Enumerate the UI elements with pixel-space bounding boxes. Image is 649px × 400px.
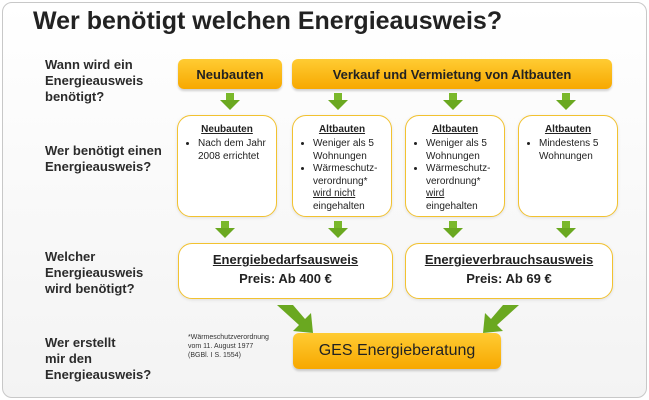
card-item: Weniger als 5 Wohnungen [426, 138, 496, 163]
result-verbrauchsausweis: Energieverbrauchsausweis Preis: Ab 69 € [405, 243, 613, 299]
box-altbauten: Verkauf und Vermietung von Altbauten [292, 59, 612, 89]
question-who-creates-line1: Wer erstellt [45, 335, 116, 350]
card-item-text: eingehalten [426, 200, 478, 212]
card-item-text: Wärmeschutz-verordnung* [313, 163, 378, 187]
card-altbauten-1: Altbauten Weniger als 5 Wohnungen Wärmes… [292, 115, 392, 217]
result-price: Preis: Ab 400 € [239, 271, 332, 286]
card-item-emphasis: wird [426, 188, 445, 199]
card-item: Wärmeschutz-verordnung* wird nicht einge… [313, 163, 383, 213]
card-heading: Altbauten [544, 124, 592, 135]
question-when-line2: Energieausweis [45, 73, 144, 88]
card-item-emphasis: wird nicht [313, 188, 356, 199]
question-when-line1: Wann wird ein [45, 57, 133, 72]
card-item-text: eingehalten [313, 200, 365, 212]
diagram-title: Wer benötigt welchen Energieausweis? [33, 7, 503, 35]
result-bedarfsausweis: Energiebedarfsausweis Preis: Ab 400 € [178, 243, 393, 299]
question-who-creates-line3: Energieausweis? [45, 367, 152, 382]
arrow-diagonal-right-icon [277, 305, 313, 333]
box-neubauten: Neubauten [178, 59, 282, 89]
provider-box: GES Energieberatung [293, 333, 501, 369]
card-heading: Altbauten [318, 124, 366, 135]
card-item: Mindestens 5 Wohnungen [539, 138, 609, 163]
question-who-needs-line1: Wer benötigt einen [45, 143, 162, 158]
footnote: *Wärmeschutzverordnung vom 11. August 19… [188, 333, 269, 360]
question-which: Welcher Energieausweis wird benötigt? [45, 249, 143, 297]
question-who-needs: Wer benötigt einen Energieausweis? [45, 143, 162, 175]
question-which-line1: Welcher [45, 249, 96, 264]
card-altbauten-3: Altbauten Mindestens 5 Wohnungen [518, 115, 618, 217]
card-item: Wärmeschutz-verordnung* wird eingehalten [426, 163, 496, 213]
footnote-line: vom 11. August 1977 [188, 343, 254, 350]
card-altbauten-2: Altbauten Weniger als 5 Wohnungen Wärmes… [405, 115, 505, 217]
card-item: Weniger als 5 Wohnungen [313, 138, 383, 163]
result-title: Energieverbrauchsausweis [424, 252, 594, 267]
result-title: Energiebedarfsausweis [212, 252, 359, 267]
question-who-creates-line2: mir den [45, 351, 92, 366]
footnote-line: (BGBl. I S. 1554) [188, 352, 241, 359]
question-who-needs-line2: Energieausweis? [45, 159, 152, 174]
result-price: Preis: Ab 69 € [466, 271, 552, 286]
arrow-diagonal-left-icon [483, 305, 519, 333]
question-when-line3: benötigt? [45, 89, 105, 104]
card-heading: Neubauten [201, 124, 253, 135]
card-item-text: Wärmeschutz-verordnung* [426, 163, 491, 187]
card-neubauten: Neubauten Nach dem Jahr 2008 errichtet [177, 115, 277, 217]
question-when: Wann wird ein Energieausweis benötigt? [45, 57, 143, 105]
question-which-line2: Energieausweis [45, 265, 144, 280]
question-which-line3: wird benötigt? [45, 281, 135, 296]
footnote-line: *Wärmeschutzverordnung [188, 334, 269, 341]
question-who-creates: Wer erstellt mir den Energieausweis? [45, 335, 151, 383]
card-heading: Altbauten [431, 124, 479, 135]
card-item: Nach dem Jahr 2008 errichtet [198, 138, 268, 163]
